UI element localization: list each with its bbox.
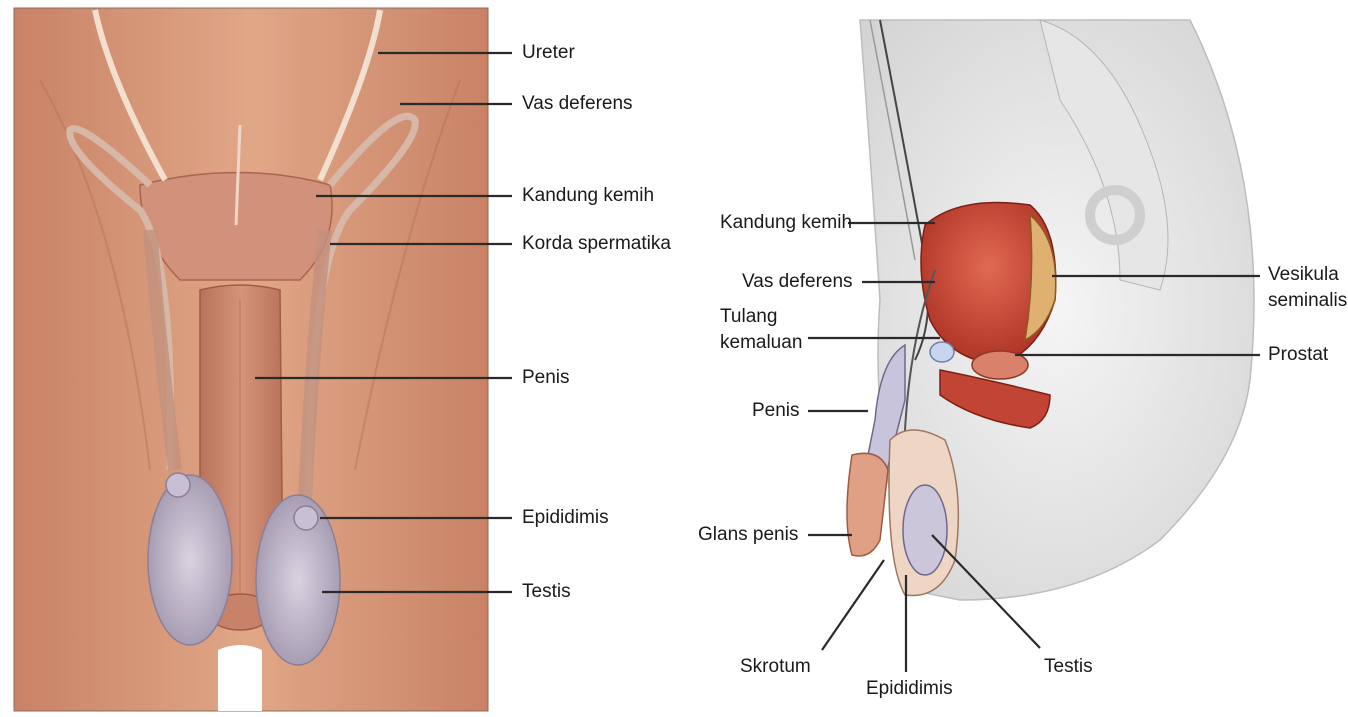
leader-testis-side [932,535,1040,648]
label-skrotum: Skrotum [740,656,811,678]
label-seminalis: seminalis [1268,288,1347,314]
label-vas-deferens-side: Vas deferens [742,271,853,293]
label-kandung-kemih-front: Kandung kemih [522,185,654,207]
label-vas-deferens-front: Vas deferens [522,93,633,115]
label-tulang: Tulang [720,304,802,330]
label-tulang-kemaluan: Tulang kemaluan [720,304,802,356]
label-penis-front: Penis [522,367,570,389]
label-epididimis-front: Epididimis [522,507,609,529]
label-testis-side: Testis [1044,656,1093,678]
leader-skrotum [822,560,884,650]
label-testis-front: Testis [522,581,571,603]
label-korda-spermatika: Korda spermatika [522,233,671,255]
label-glans-penis: Glans penis [698,524,798,546]
label-kandung-kemih-side: Kandung kemih [720,212,852,234]
label-vesikula: Vesikula [1268,262,1347,288]
label-vesikula-seminalis: Vesikula seminalis [1268,262,1347,314]
label-ureter: Ureter [522,42,575,64]
label-prostat: Prostat [1268,344,1328,366]
label-epididimis-side: Epididimis [866,678,953,700]
label-kemaluan: kemaluan [720,330,802,356]
label-penis-side: Penis [752,400,800,422]
